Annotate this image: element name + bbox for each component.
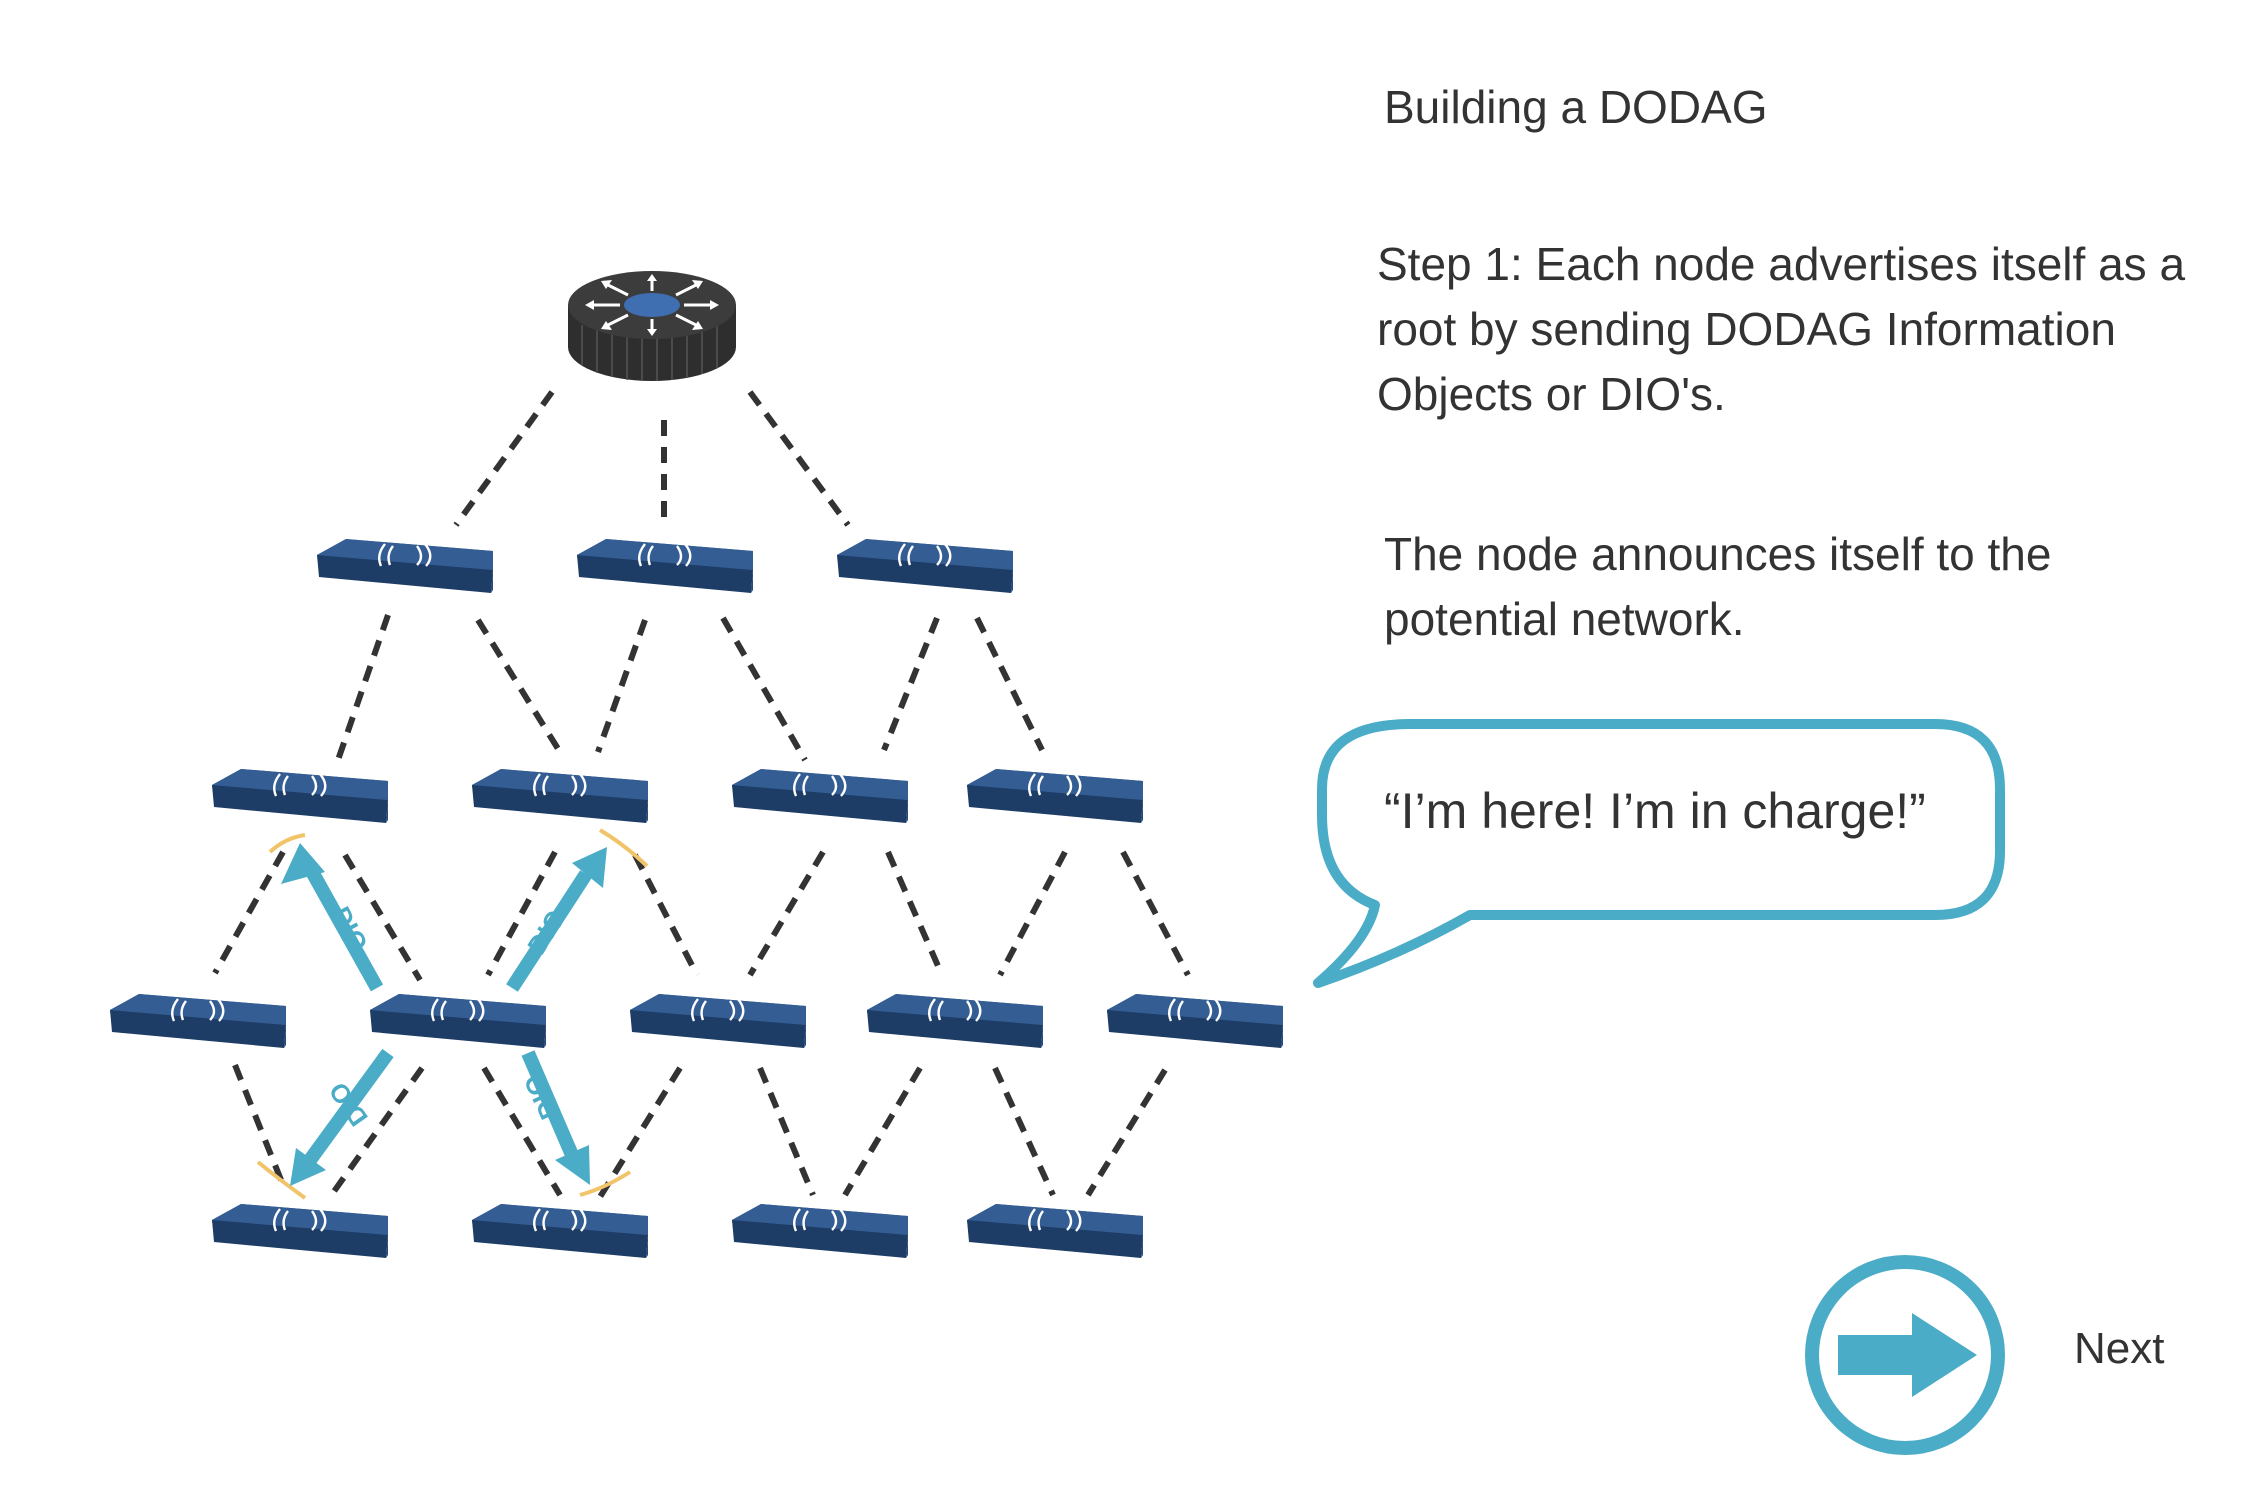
link-line xyxy=(212,850,286,975)
dio-arrow-down-left: DIO xyxy=(290,1048,394,1186)
link-line xyxy=(842,1066,923,1197)
root-router-icon xyxy=(566,269,738,383)
link-line xyxy=(720,616,808,762)
wireless-node-icon xyxy=(315,537,495,595)
wireless-node-icon xyxy=(210,1202,390,1260)
speech-bubble xyxy=(1313,719,2005,988)
link-line xyxy=(1120,850,1191,977)
wireless-node-icon xyxy=(835,537,1015,595)
node-layer xyxy=(108,537,1285,1260)
link-line xyxy=(757,1066,816,1197)
link-line xyxy=(747,390,851,527)
link-line xyxy=(974,616,1045,752)
link-line xyxy=(335,614,391,761)
wireless-node-icon xyxy=(965,767,1145,825)
wireless-node-icon xyxy=(865,992,1045,1050)
link-line xyxy=(632,853,700,977)
wireless-node-icon xyxy=(368,992,548,1050)
wireless-node-icon xyxy=(965,1202,1145,1260)
next-button[interactable] xyxy=(1800,1250,2010,1460)
step-description: Step 1: Each node advertises itself as a… xyxy=(1377,238,2186,420)
link-line xyxy=(481,1066,563,1197)
dio-arrow-up-right: DIO xyxy=(506,847,607,992)
announce-description: The node announces itself to the potenti… xyxy=(1384,528,2052,645)
speech-bubble-text: “I’m here! I’m in charge!” xyxy=(1384,783,1926,839)
wireless-node-icon xyxy=(628,992,808,1050)
wireless-node-icon xyxy=(575,537,755,595)
link-line xyxy=(475,618,563,754)
wireless-node-icon xyxy=(108,992,288,1050)
link-line xyxy=(1085,1068,1168,1197)
link-line xyxy=(485,850,558,977)
signal-highlights xyxy=(256,828,649,1200)
wireless-node-icon xyxy=(470,1202,650,1260)
wireless-node-icon xyxy=(210,767,390,825)
page-title: Building a DODAG xyxy=(1384,81,1768,133)
link-line xyxy=(997,850,1068,977)
link-line xyxy=(992,1066,1056,1197)
dio-arrow-down-right: DIO xyxy=(518,1050,590,1185)
wireless-node-icon xyxy=(730,1202,910,1260)
next-button-icon xyxy=(1805,1255,2005,1455)
wireless-node-icon xyxy=(730,767,910,825)
wireless-node-icon xyxy=(470,767,650,825)
wireless-node-icon xyxy=(1105,992,1285,1050)
dio-arrow-up-left: DIO xyxy=(281,843,384,992)
link-line xyxy=(342,853,423,982)
link-line xyxy=(232,1063,288,1192)
link-line xyxy=(885,850,945,977)
link-line xyxy=(595,618,648,754)
link-line xyxy=(453,390,555,527)
dodag-links xyxy=(212,390,1191,1199)
link-line xyxy=(747,850,826,977)
link-line xyxy=(881,616,940,752)
next-label[interactable]: Next xyxy=(2074,1324,2165,1373)
link-line xyxy=(597,1066,683,1199)
